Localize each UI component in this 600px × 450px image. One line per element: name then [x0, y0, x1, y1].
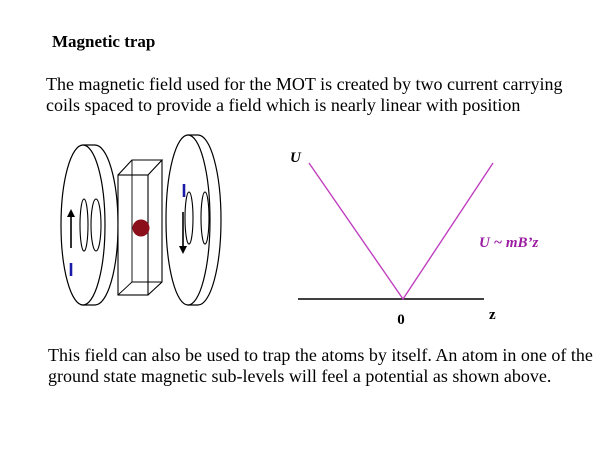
- trapped-atom: [132, 219, 150, 237]
- intro-paragraph: The magnetic field used for the MOT is c…: [46, 74, 563, 115]
- x-axis-label: z: [489, 307, 496, 323]
- y-axis-label: U: [290, 150, 302, 166]
- right-coil: I: [165, 134, 222, 306]
- slide-title: Magnetic trap: [52, 32, 156, 51]
- vacuum-cell: [117, 159, 164, 296]
- left-current-label: I: [68, 260, 73, 280]
- left-coil: I: [60, 144, 119, 306]
- right-current-label: I: [181, 181, 186, 201]
- potential-curve: [308, 162, 494, 301]
- potential-plot: U z 0 U ~ mB’z: [290, 150, 539, 328]
- conclusion-paragraph: This field can also be used to trap the …: [48, 345, 593, 386]
- curve-label: U ~ mB’z: [479, 235, 539, 251]
- origin-label: 0: [397, 312, 405, 328]
